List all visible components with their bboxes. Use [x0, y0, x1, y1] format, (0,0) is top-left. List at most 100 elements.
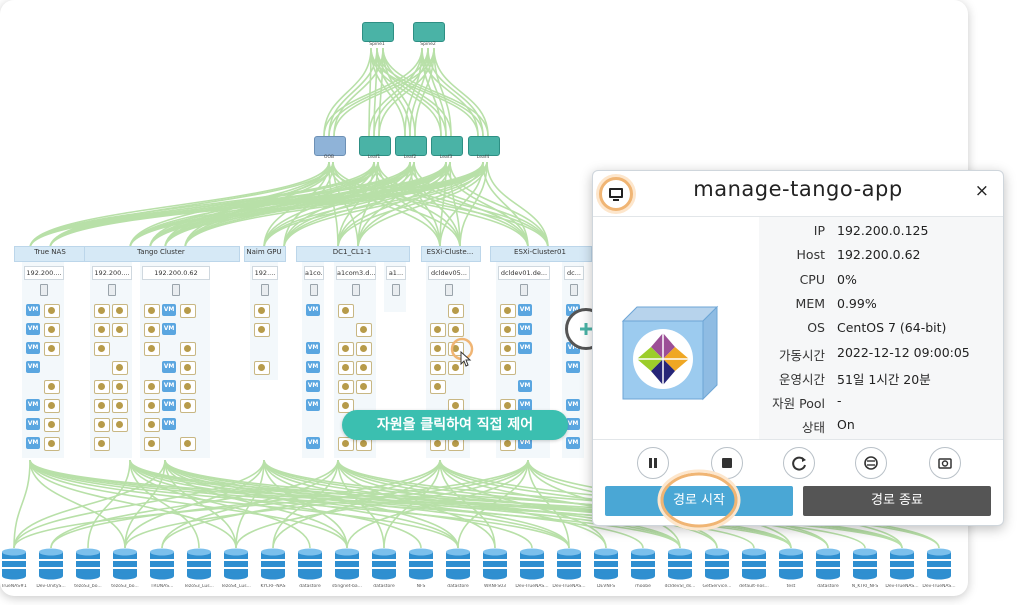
resource-icon[interactable]: [338, 304, 354, 318]
resource-icon[interactable]: [430, 361, 446, 375]
resource-icon[interactable]: [430, 342, 446, 356]
server-icon[interactable]: [310, 284, 318, 296]
datastore-icon[interactable]: [38, 548, 64, 580]
vm-icon[interactable]: VM: [518, 304, 532, 316]
resource-icon[interactable]: [144, 399, 160, 413]
host-ip-label[interactable]: a1co...: [304, 266, 324, 280]
datastore-icon[interactable]: [408, 548, 434, 580]
server-icon[interactable]: [520, 284, 528, 296]
resource-icon[interactable]: [44, 437, 60, 451]
resource-icon[interactable]: [144, 380, 160, 394]
server-icon[interactable]: [352, 284, 360, 296]
host-ip-label[interactable]: 192.200.0.62: [142, 266, 210, 280]
datastore-icon[interactable]: [112, 548, 138, 580]
vm-icon[interactable]: VM: [306, 380, 320, 392]
datastore-icon[interactable]: [852, 548, 878, 580]
resource-icon[interactable]: [180, 304, 196, 318]
vm-icon[interactable]: VM: [566, 399, 580, 411]
vm-icon[interactable]: VM: [26, 323, 40, 335]
resource-icon[interactable]: [44, 418, 60, 432]
resource-icon[interactable]: [254, 361, 270, 375]
datastore-icon[interactable]: [741, 548, 767, 580]
vm-icon[interactable]: VM: [306, 399, 320, 411]
vm-icon[interactable]: VM: [306, 437, 320, 449]
resource-icon[interactable]: [112, 418, 128, 432]
resource-icon[interactable]: [112, 323, 128, 337]
resource-icon[interactable]: [254, 304, 270, 318]
vm-icon[interactable]: VM: [306, 361, 320, 373]
vm-icon[interactable]: VM: [162, 323, 176, 335]
server-icon[interactable]: [570, 284, 578, 296]
leaf-switch-icon[interactable]: [359, 136, 391, 156]
spine-switch-icon[interactable]: [362, 22, 394, 42]
resource-icon[interactable]: [338, 437, 354, 451]
resource-icon[interactable]: [448, 304, 464, 318]
resource-icon[interactable]: [448, 342, 464, 356]
route-start-button[interactable]: 경로 시작: [605, 486, 793, 516]
datastore-icon[interactable]: [593, 548, 619, 580]
datastore-icon[interactable]: [926, 548, 952, 580]
resource-icon[interactable]: [254, 323, 270, 337]
vm-icon[interactable]: VM: [162, 418, 176, 430]
datastore-icon[interactable]: [371, 548, 397, 580]
datastore-icon[interactable]: [815, 548, 841, 580]
resource-icon[interactable]: [338, 361, 354, 375]
datastore-icon[interactable]: [186, 548, 212, 580]
vm-icon[interactable]: VM: [26, 418, 40, 430]
resource-icon[interactable]: [338, 380, 354, 394]
host-ip-label[interactable]: dcldev05...: [428, 266, 470, 280]
resource-icon[interactable]: [356, 323, 372, 337]
leaf-switch-icon[interactable]: [395, 136, 427, 156]
resource-icon[interactable]: [356, 437, 372, 451]
snapshot-icon[interactable]: [929, 447, 961, 479]
resource-icon[interactable]: [112, 361, 128, 375]
leaf-switch-icon[interactable]: [468, 136, 500, 156]
group-header[interactable]: [490, 246, 592, 262]
vm-icon[interactable]: VM: [26, 361, 40, 373]
datastore-icon[interactable]: [482, 548, 508, 580]
vm-icon[interactable]: VM: [566, 361, 580, 373]
vm-icon[interactable]: VM: [518, 323, 532, 335]
resource-icon[interactable]: [144, 418, 160, 432]
route-end-button[interactable]: 경로 종료: [803, 486, 991, 516]
resource-icon[interactable]: [338, 342, 354, 356]
server-icon[interactable]: [40, 284, 48, 296]
vm-icon[interactable]: VM: [162, 304, 176, 316]
resource-icon[interactable]: [94, 418, 110, 432]
resource-icon[interactable]: [430, 323, 446, 337]
datastore-icon[interactable]: [667, 548, 693, 580]
resource-icon[interactable]: [94, 323, 110, 337]
vm-icon[interactable]: VM: [26, 304, 40, 316]
datastore-icon[interactable]: [297, 548, 323, 580]
resource-icon[interactable]: [112, 399, 128, 413]
datastore-icon[interactable]: [1, 548, 27, 580]
datastore-icon[interactable]: [778, 548, 804, 580]
resource-icon[interactable]: [94, 399, 110, 413]
datastore-icon[interactable]: [889, 548, 915, 580]
resource-icon[interactable]: [44, 342, 60, 356]
pause-icon[interactable]: [637, 447, 669, 479]
server-icon[interactable]: [261, 284, 269, 296]
resource-icon[interactable]: [448, 323, 464, 337]
resource-icon[interactable]: [180, 399, 196, 413]
resource-icon[interactable]: [500, 342, 516, 356]
vm-icon[interactable]: VM: [518, 342, 532, 354]
server-icon[interactable]: [172, 284, 180, 296]
vm-icon[interactable]: VM: [306, 304, 320, 316]
resource-icon[interactable]: [44, 323, 60, 337]
server-icon[interactable]: [108, 284, 116, 296]
resource-icon[interactable]: [144, 437, 160, 451]
vm-icon[interactable]: VM: [26, 342, 40, 354]
resource-icon[interactable]: [94, 342, 110, 356]
vm-icon[interactable]: VM: [306, 342, 320, 354]
resource-icon[interactable]: [94, 380, 110, 394]
resource-icon[interactable]: [448, 361, 464, 375]
resource-icon[interactable]: [44, 380, 60, 394]
resource-icon[interactable]: [144, 342, 160, 356]
leaf-switch-icon[interactable]: [314, 136, 346, 156]
resource-icon[interactable]: [180, 437, 196, 451]
group-header[interactable]: [244, 246, 286, 262]
restart-icon[interactable]: [783, 447, 815, 479]
vm-icon[interactable]: VM: [162, 399, 176, 411]
resource-icon[interactable]: [144, 323, 160, 337]
